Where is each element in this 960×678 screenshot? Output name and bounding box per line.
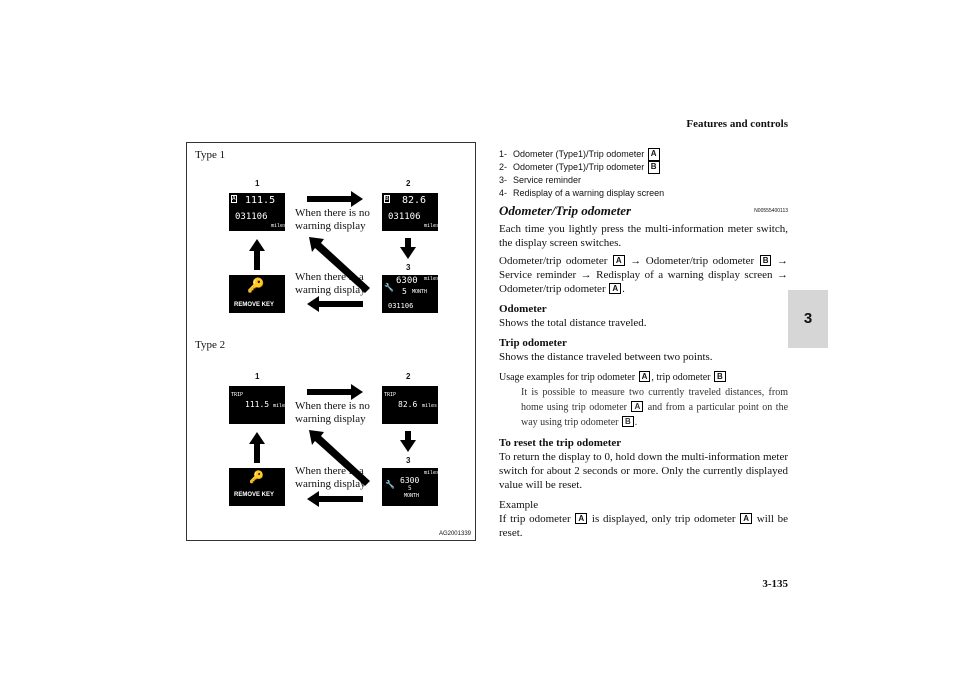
odometer-block: Odometer Shows the total distance travel… xyxy=(499,303,647,329)
page-number: 3-135 xyxy=(762,578,788,590)
step-number: 3 xyxy=(406,456,411,465)
arrow-down-icon xyxy=(400,431,416,452)
step-number: 1 xyxy=(255,372,260,381)
odometer-heading: Odometer xyxy=(499,303,547,315)
reset-block: To reset the trip odometer To return the… xyxy=(499,437,788,491)
arrow-left-icon xyxy=(307,491,363,507)
legend-list: 1-Odometer (Type1)/Trip odometer A 2-Odo… xyxy=(499,148,788,200)
intro-text: Each time you lightly press the multi-in… xyxy=(499,223,788,249)
arrow-up-icon xyxy=(249,239,265,270)
type2-screen-trip-a: TRIP 111.5 miles xyxy=(229,386,288,424)
key-warning-icon: 🔑 xyxy=(249,470,264,484)
step-number: 2 xyxy=(406,372,411,381)
arrow-right-icon xyxy=(307,191,363,207)
step-number: 1 xyxy=(255,179,260,188)
type1-label: Type 1 xyxy=(195,149,226,161)
arrow-up-icon xyxy=(249,432,265,463)
trip-b-icon: B xyxy=(384,195,390,203)
type1-screen-remove-key: 🔑 REMOVE KEY xyxy=(229,275,285,313)
arrow-diagonal-icon xyxy=(309,237,370,293)
step-number: 2 xyxy=(406,179,411,188)
type2-screen-trip-b: TRIP 82.6 miles xyxy=(382,386,438,424)
arrow-left-icon xyxy=(307,296,363,312)
list-item: 4-Redisplay of a warning display screen xyxy=(499,188,665,198)
display-sequence: Odometer/trip odometer A → Odometer/trip… xyxy=(499,255,788,295)
wrench-icon: 🔧 xyxy=(385,480,395,489)
trip-block: Trip odometer Shows the distance travele… xyxy=(499,337,713,363)
figure-code: AG2001339 xyxy=(438,531,471,537)
example-heading: Example xyxy=(499,499,539,511)
step-number: 3 xyxy=(406,263,411,272)
content-column: 1-Odometer (Type1)/Trip odometer A 2-Odo… xyxy=(499,148,788,540)
list-item: 2-Odometer (Type1)/Trip odometer B xyxy=(499,161,788,174)
type2-screen-service-reminder: 🔧 6300 5 MONTH miles xyxy=(382,468,439,506)
wrench-icon: 🔧 xyxy=(384,283,394,292)
arrow-down-icon xyxy=(400,238,416,259)
arrow-right-icon xyxy=(307,384,363,400)
reset-heading: To reset the trip odometer xyxy=(499,437,622,449)
usage-note: Usage examples for trip odometer A, trip… xyxy=(499,371,789,428)
flow-arrows xyxy=(249,191,416,507)
type1-screen-service-reminder: 🔧 6300 5 MONTH 031106 miles xyxy=(382,275,439,313)
list-item: 1-Odometer (Type1)/Trip odometer A xyxy=(499,148,788,161)
section-tab-label: 3 xyxy=(803,310,813,327)
trip-a-icon: A xyxy=(231,195,237,203)
trip-heading: Trip odometer xyxy=(499,337,567,349)
section-code: N00555400113 xyxy=(754,208,788,214)
type2-label: Type 2 xyxy=(195,339,226,351)
arrow-diagonal-icon xyxy=(309,430,370,486)
display-figure: Type 1 Type 2 1 2 3 4 1 2 3 4 When there… xyxy=(186,142,476,541)
type1-screen-odometer-a: A 111.5 031106 miles xyxy=(229,193,286,231)
type1-screen-odometer-b: B 82.6 031106 miles xyxy=(382,193,439,231)
page-header-title: Features and controls xyxy=(686,118,788,130)
type2-screen-remove-key: 🔑 REMOVE KEY xyxy=(229,468,285,506)
example-block: Example If trip odometer A is displayed,… xyxy=(499,499,789,539)
list-item: 3-Service reminder xyxy=(499,175,582,185)
section-tab: 3 xyxy=(788,290,828,348)
key-warning-icon: 🔑 xyxy=(247,278,265,294)
